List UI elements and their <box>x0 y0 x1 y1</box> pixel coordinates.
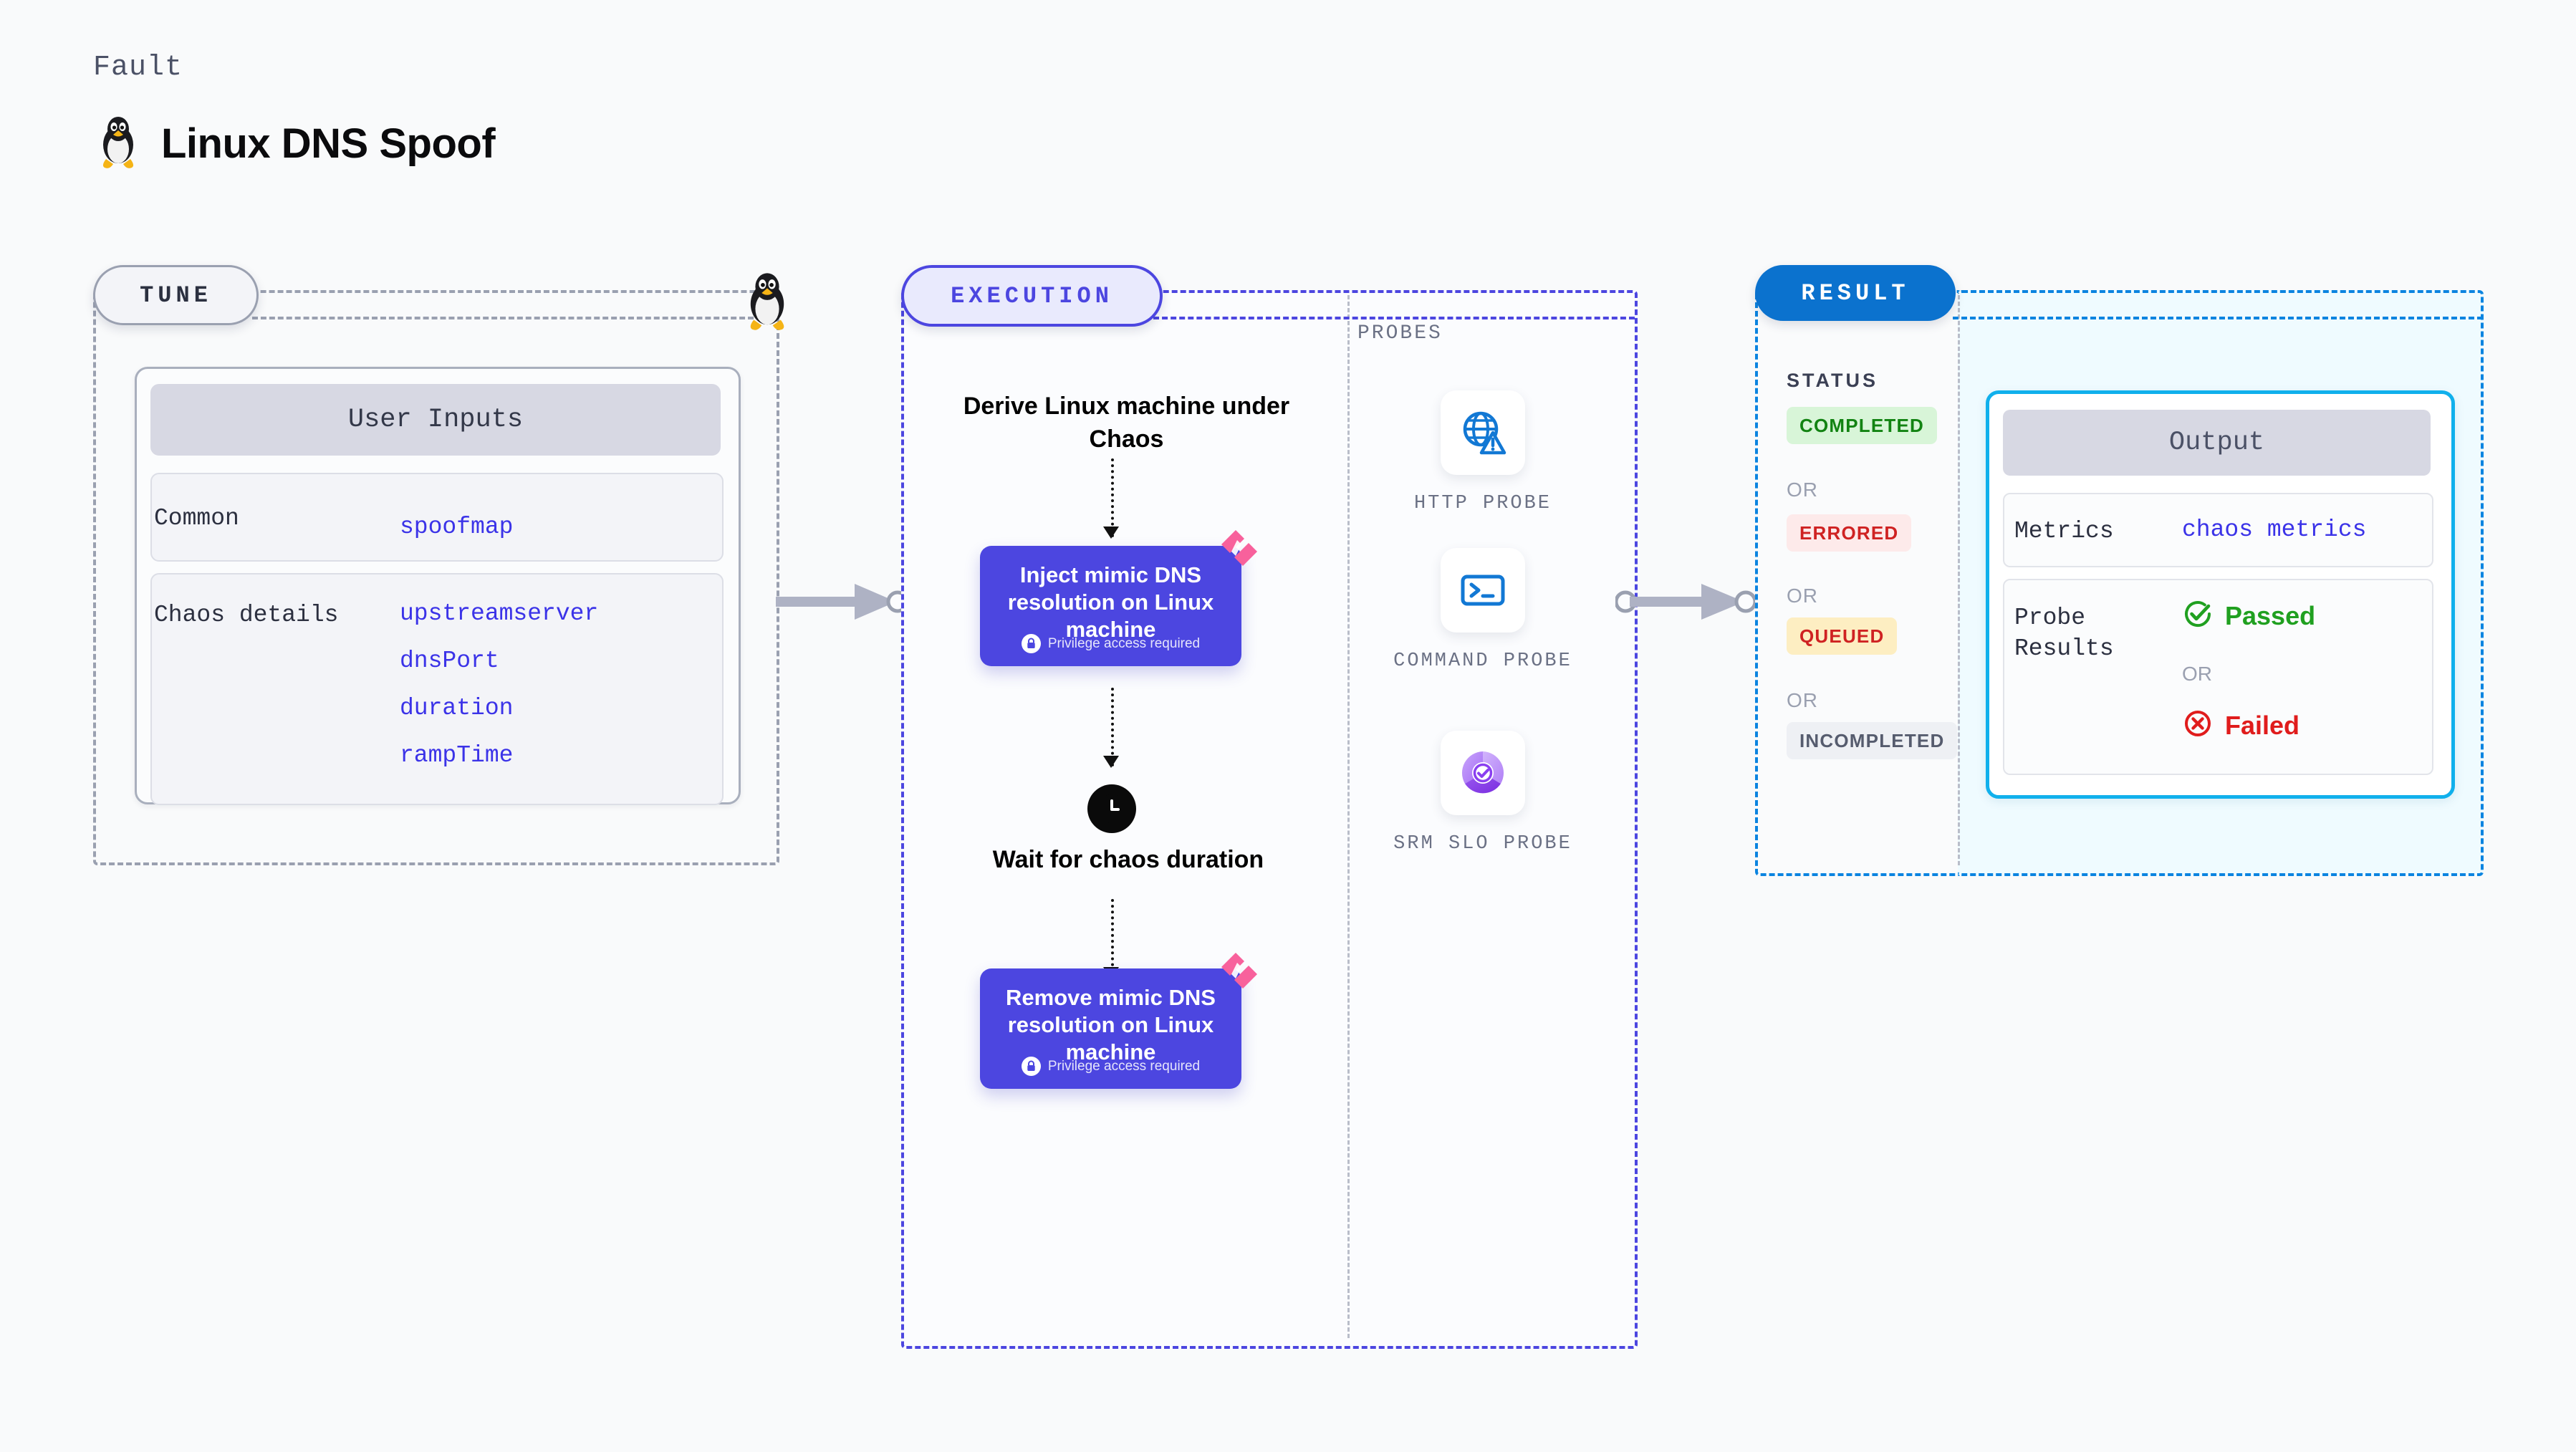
tune-chip[interactable]: TUNE <box>93 265 259 325</box>
tune-row-common-label: Common <box>154 505 239 532</box>
status-or-label: OR <box>1787 585 1818 607</box>
execution-step-note-text: Privilege access required <box>1047 1058 1201 1074</box>
execution-step-remove[interactable]: Remove mimic DNS resolution on Linux mac… <box>980 953 1257 1089</box>
linux-tux-icon <box>97 115 140 173</box>
probe-item-http[interactable]: HTTP PROBE <box>1375 390 1590 516</box>
tune-panel <box>93 290 779 865</box>
probe-result-failed: Failed <box>2182 708 2299 743</box>
execution-step-title: Remove mimic DNS resolution on Linux mac… <box>1006 985 1216 1064</box>
probe-caption: HTTP PROBE <box>1413 493 1552 514</box>
lock-icon <box>1021 1057 1041 1076</box>
tune-row-common <box>150 473 724 562</box>
execution-chip[interactable]: EXECUTION <box>901 265 1163 327</box>
output-header: Output <box>2003 410 2431 476</box>
execution-step-title: Inject mimic DNS resolution on Linux mac… <box>1007 562 1214 642</box>
probe-result-failed-label: Failed <box>2225 710 2300 740</box>
status-badge-incompleted: INCOMPLETED <box>1787 722 1958 759</box>
tune-value: upstreamserver <box>400 600 599 627</box>
connector-execution-to-result <box>1614 580 1759 623</box>
result-lead-line <box>1953 317 2483 319</box>
terminal-icon <box>1441 548 1525 633</box>
tune-row-chaos-values: upstreamserver dnsPort duration rampTime <box>400 590 598 779</box>
probe-item-command[interactable]: COMMAND PROBE <box>1375 548 1590 674</box>
output-row-probe-results <box>2003 579 2433 775</box>
fault-kicker: Fault <box>93 52 183 84</box>
result-divider <box>1958 295 1960 865</box>
execution-lead-line <box>1153 317 1635 319</box>
status-badge-queued: QUEUED <box>1787 617 1898 655</box>
check-circle-icon <box>2182 598 2214 633</box>
execution-step-note-text: Privilege access required <box>1047 635 1201 651</box>
tune-value: rampTime <box>400 742 514 769</box>
probe-result-passed: Passed <box>2182 598 2315 633</box>
tune-row-chaos <box>150 573 724 805</box>
probe-caption: COMMAND PROBE <box>1393 650 1572 672</box>
x-circle-icon <box>2182 708 2214 743</box>
probes-section-label: PROBES <box>1357 322 1443 345</box>
result-status-panel <box>1755 290 1962 876</box>
tune-row-common-values: spoofmap <box>400 504 513 551</box>
execution-step-note: Privilege access required <box>980 1057 1241 1076</box>
derive-step-text: Derive Linux machine under Chaos <box>963 393 1290 453</box>
execution-step-inject[interactable]: Inject mimic DNS resolution on Linux mac… <box>980 530 1257 666</box>
globe-warning-icon <box>1441 390 1525 475</box>
status-or-label: OR <box>1787 689 1818 711</box>
probe-item-srm-slo[interactable]: SRM SLO PROBE <box>1375 731 1590 857</box>
tune-row-chaos-label: Chaos details <box>154 602 339 628</box>
probe-result-passed-label: Passed <box>2225 600 2316 630</box>
status-badge-completed: COMPLETED <box>1787 407 1938 444</box>
probes-divider <box>1347 295 1350 1338</box>
wait-step-text: Wait for chaos duration <box>992 846 1264 873</box>
slo-donut-check-icon <box>1441 731 1525 815</box>
lock-icon <box>1021 634 1041 653</box>
tune-value: dnsPort <box>400 648 499 674</box>
tune-value: spoofmap <box>400 514 514 540</box>
page-title: Linux DNS Spoof <box>161 120 496 167</box>
execution-step-note: Privilege access required <box>980 634 1241 653</box>
harness-logo-icon <box>1217 526 1261 570</box>
status-badge-errored: ERRORED <box>1787 514 1912 552</box>
connector-tune-to-execution <box>770 580 910 623</box>
tune-lead-line <box>252 317 754 319</box>
probe-caption: SRM SLO PROBE <box>1393 833 1572 855</box>
output-metrics-label: Metrics <box>2014 518 2114 544</box>
linux-tux-icon <box>741 271 793 331</box>
output-row-metrics <box>2003 493 2433 567</box>
harness-logo-icon <box>1217 948 1261 993</box>
probe-result-or-label: OR <box>2182 663 2212 685</box>
user-inputs-header: User Inputs <box>150 384 721 456</box>
status-or-label: OR <box>1787 479 1818 501</box>
output-metrics-value: chaos metrics <box>2182 516 2367 543</box>
page-title-row: Linux DNS Spoof <box>97 115 496 173</box>
result-chip[interactable]: RESULT <box>1755 265 1956 321</box>
tune-value: duration <box>400 695 514 721</box>
status-section-label: STATUS <box>1787 370 1878 391</box>
clock-icon <box>1087 784 1136 833</box>
